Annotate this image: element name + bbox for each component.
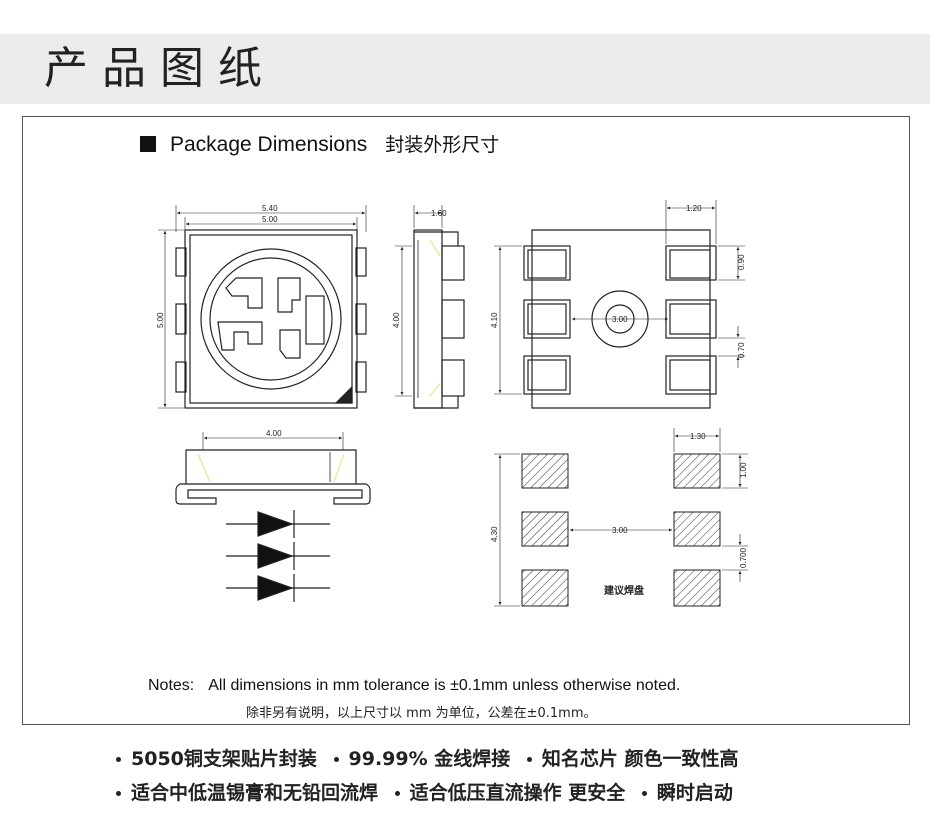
- top-view: [158, 205, 367, 409]
- dim-land-height: 4.30: [490, 526, 499, 542]
- dim-top-outer-width: 5.40: [262, 204, 278, 213]
- dim-side-height: 4.00: [392, 312, 401, 328]
- bullet-icon: [116, 791, 121, 796]
- front-view: [175, 432, 371, 505]
- dim-land-gap: 0.700: [739, 547, 748, 568]
- drawing-frame: [22, 116, 910, 725]
- bullet-icon: [116, 757, 121, 762]
- feature-item: 5050铜支架贴片封装: [131, 748, 317, 770]
- notes-label: Notes:: [148, 677, 195, 694]
- dim-land-pitch: 3.00: [612, 526, 628, 535]
- package-title-en: Package Dimensions: [170, 133, 368, 156]
- feature-row-1: 5050铜支架贴片封装 99.99% 金线焊接 知名芯片 颜色一致性高: [116, 744, 749, 771]
- package-title-zh: 封装外形尺寸: [385, 134, 500, 156]
- feature-item: 适合低压直流操作 更安全: [409, 782, 626, 804]
- feature-item: 适合中低温锡膏和无铅回流焊: [131, 782, 379, 804]
- bullet-icon: [641, 791, 647, 796]
- dim-side-width: 1.60: [431, 209, 447, 218]
- dim-top-height: 5.00: [156, 312, 165, 328]
- dim-bottom-height: 4.10: [490, 312, 499, 328]
- land-pattern-label: 建议焊盘: [603, 584, 644, 597]
- bullet-icon: [394, 791, 400, 796]
- land-pattern: [494, 428, 748, 607]
- bullet-icon: [333, 757, 339, 762]
- dim-bottom-pad-height: 0.90: [737, 254, 746, 270]
- diode-symbols: [226, 510, 330, 602]
- notes-en: Notes: All dimensions in mm tolerance is …: [148, 677, 680, 695]
- dim-bottom-center: 3.00: [612, 315, 628, 324]
- square-bullet-icon: [140, 136, 156, 152]
- page-title: 产品图纸: [44, 43, 276, 94]
- bottom-view: [494, 200, 745, 409]
- bullet-icon: [526, 757, 532, 762]
- dim-bottom-gap: 0.70: [737, 342, 746, 358]
- side-view: [395, 205, 465, 409]
- dim-top-inner-width: 5.00: [262, 215, 278, 224]
- feature-row-2: 适合中低温锡膏和无铅回流焊 适合低压直流操作 更安全 瞬时启动: [116, 778, 743, 805]
- dim-bottom-pad-width: 1.20: [686, 204, 702, 213]
- dim-land-pad-width: 1.30: [690, 432, 706, 441]
- dim-land-pad-height: 1.00: [739, 462, 748, 478]
- feature-item: 99.99% 金线焊接: [348, 748, 511, 770]
- notes-text-zh: 除非另有说明，以上尺寸以 mm 为单位，公差在±0.1mm。: [246, 706, 597, 721]
- notes-text-en: All dimensions in mm tolerance is ±0.1mm…: [208, 677, 681, 694]
- dim-front-width: 4.00: [266, 429, 282, 438]
- header-bar: 产品图纸: [0, 34, 930, 104]
- feature-item: 瞬时启动: [656, 782, 733, 804]
- feature-item: 知名芯片 颜色一致性高: [541, 748, 739, 770]
- package-dimensions-title: Package Dimensions 封装外形尺寸: [140, 130, 499, 157]
